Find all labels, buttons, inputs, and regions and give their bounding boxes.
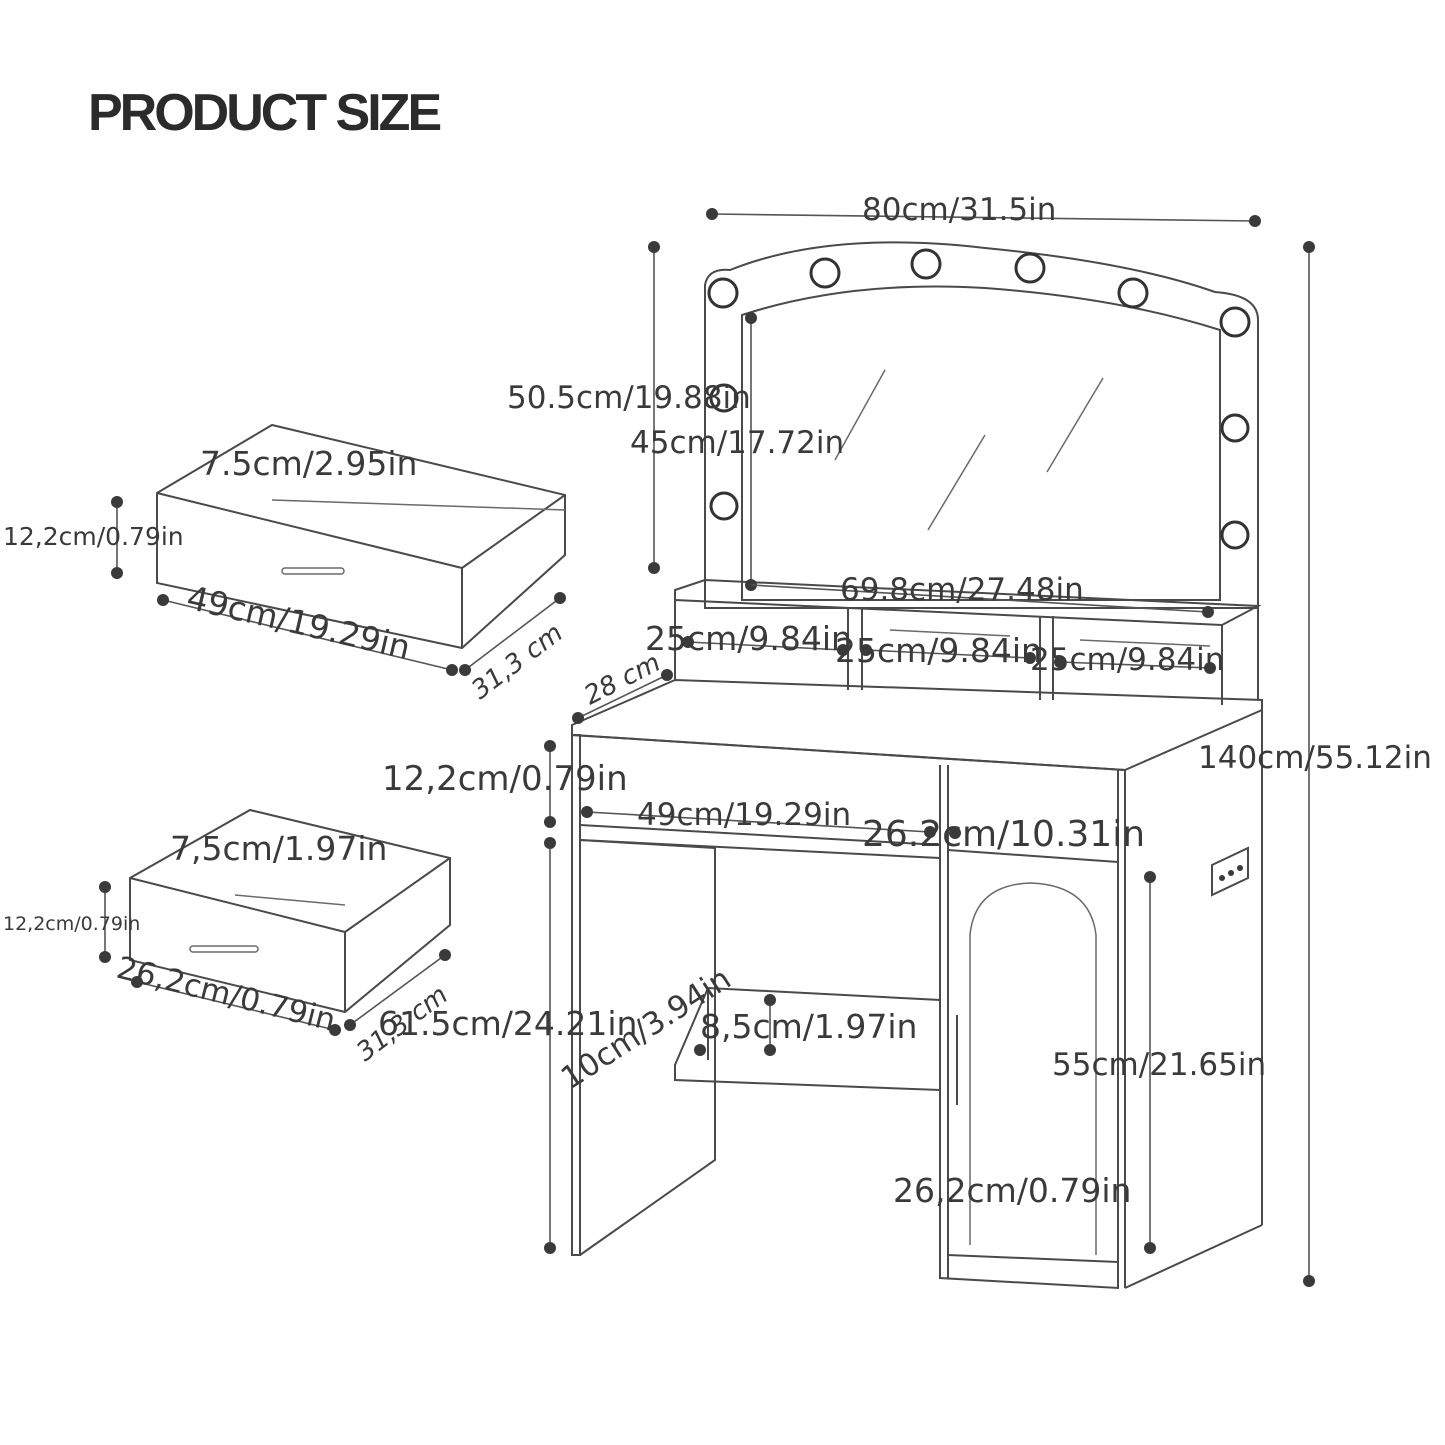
label-compartment-3: 25cm/9.84in: [1030, 642, 1224, 678]
label-compartment-2: 25cm/9.84in: [835, 631, 1042, 670]
drawer-front: [579, 824, 941, 846]
dimension-lines: [99, 208, 1315, 1287]
dimension-labels: 80cm/31.5in 50.5cm/19.88in 45cm/17.72in …: [3, 192, 1432, 1210]
label-total-height: 140cm/55.12in: [1198, 740, 1432, 776]
label-mirror-height: 45cm/17.72in: [630, 425, 844, 461]
label-compartment-1: 25cm/9.84in: [645, 619, 852, 658]
label-cabinet-height: 55cm/21.65in: [1052, 1047, 1266, 1083]
drawer-small-box: [129, 808, 451, 1014]
light-bulbs: [707, 248, 1251, 550]
label-large-drawer-width: 49cm/19.29in: [183, 578, 414, 667]
label-large-drawer-inner-height: 7.5cm/2.95in: [200, 444, 417, 483]
mirror-reflection: [834, 369, 886, 461]
vanity-illustration: [571, 241, 1263, 1290]
left-leg-panel: [571, 734, 581, 1256]
hutch-top: [674, 578, 1262, 627]
cabinet-arch: [969, 882, 1097, 1255]
mirror-reflection: [927, 434, 986, 531]
page-title: PRODUCT SIZE: [88, 84, 440, 142]
mirror-frame: [704, 241, 1259, 609]
label-small-drawer-height: 12,2cm/0.79in: [3, 913, 140, 935]
label-leg-height: 61.5cm/24.21in: [378, 1004, 637, 1043]
label-drawer-height-main: 12,2cm/0.79in: [382, 759, 628, 799]
mirror-glass: [741, 285, 1221, 601]
label-small-drawer-inner-height: 7,5cm/1.97in: [170, 829, 387, 868]
label-small-drawer-width: 26,2cm/0.79in: [113, 950, 339, 1039]
drawer-large-box: [156, 423, 566, 650]
label-cabinet-width: 26.2cm/10.31in: [862, 814, 1145, 855]
label-total-width: 80cm/31.5in: [862, 192, 1056, 228]
label-cabinet-bottom: 26,2cm/0.79in: [893, 1171, 1131, 1210]
label-mirror-width: 69.8cm/27.48in: [840, 572, 1084, 608]
power-outlet-icon: [1211, 846, 1249, 897]
lower-shelf: [674, 986, 941, 1092]
label-large-drawer-height: 12,2cm/0.79in: [3, 522, 184, 551]
drawer-small-illustration: [129, 808, 451, 1014]
label-mirror-frame-height: 50.5cm/19.88in: [507, 380, 751, 416]
drawer-handle-icon: [189, 945, 259, 953]
label-shelf-gap: 8,5cm/1.97in: [700, 1007, 917, 1046]
drawer-handle-icon: [281, 567, 345, 575]
mirror-reflection: [1046, 377, 1104, 473]
label-drawer-width-main: 49cm/19.29in: [637, 797, 851, 833]
label-table-depth: 28 cm: [580, 648, 666, 711]
drawer-large-illustration: [156, 423, 566, 650]
